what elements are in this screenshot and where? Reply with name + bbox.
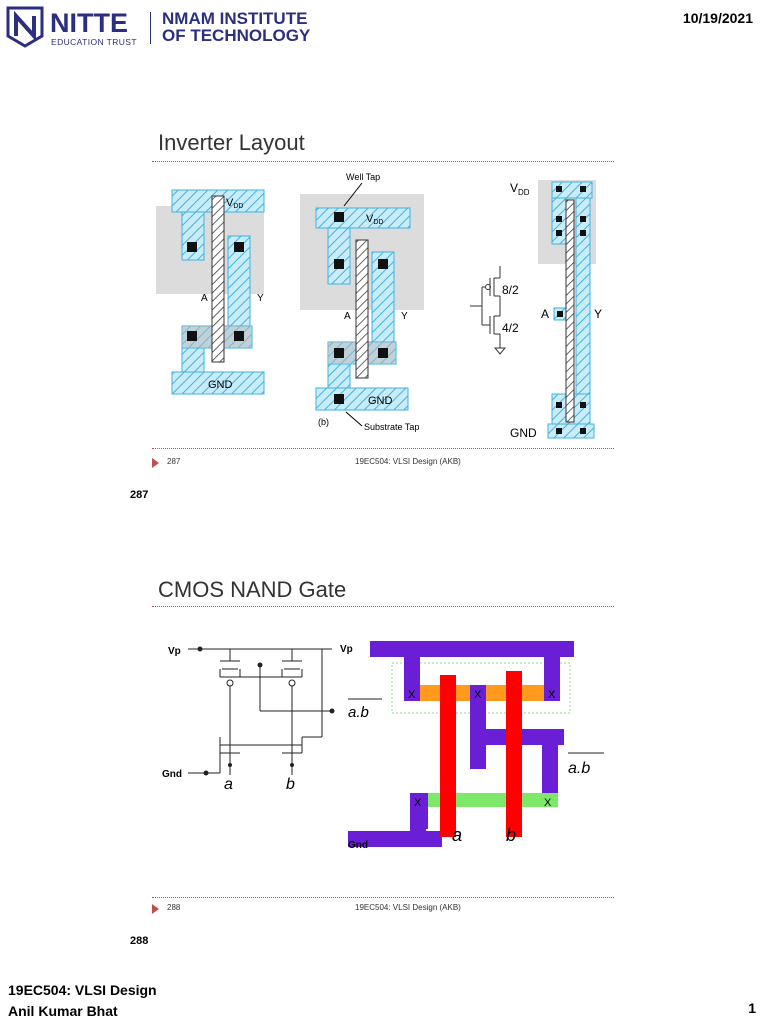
input-a-label: A xyxy=(201,293,208,304)
contact-x-4: X xyxy=(414,797,422,809)
footer-course-name: 19EC504: VLSI Design (AKB) xyxy=(355,903,461,912)
footer-divider xyxy=(152,897,614,898)
contact-x-5: X xyxy=(544,797,552,809)
substrate-tap-arrow-icon xyxy=(345,411,363,427)
slide-page-label: 288 xyxy=(130,935,149,947)
output-y-label: Y xyxy=(257,293,264,304)
contact-x-2: X xyxy=(474,689,482,701)
input-b-label-schematic: b xyxy=(286,776,295,793)
substrate-tap-label: Substrate Tap xyxy=(364,422,419,432)
input-b-dot xyxy=(290,763,294,767)
nmos-size-label: 4/2 xyxy=(502,321,519,335)
footer-slide-number: 288 xyxy=(167,903,181,912)
slide-page-label: 287 xyxy=(130,489,149,501)
slide-inverter-layout: Inverter Layout xyxy=(152,130,614,468)
slide-title: CMOS NAND Gate xyxy=(158,577,347,602)
inverter-layout-figure: VDD A Y GND VDD Well Tap A Y xyxy=(156,172,602,440)
nitte-logo: NITTE EDUCATION TRUST NMAM INSTITUTE OF … xyxy=(4,6,334,48)
slide-title: Inverter Layout xyxy=(158,130,305,155)
contact-x-1: X xyxy=(408,689,416,701)
well-tap-arrow-icon xyxy=(343,182,363,207)
figure-b-marker: (b) xyxy=(318,417,329,427)
output-label-stick: a.b xyxy=(568,760,590,777)
gnd-label-c: GND xyxy=(510,426,537,440)
nand-schematic xyxy=(188,646,335,776)
institute-line-1: NMAM INSTITUTE xyxy=(162,9,308,28)
inverter-schematic xyxy=(470,266,507,355)
gnd-label-schematic: Gnd xyxy=(162,769,182,780)
layout-a: VDD A Y GND xyxy=(156,189,265,395)
gnd-label-stick: Gnd xyxy=(348,840,368,851)
layout-c: VDD A Y GND xyxy=(510,180,602,440)
output-y-label-b: Y xyxy=(401,311,408,322)
logo-wordmark: NITTE xyxy=(50,8,128,38)
vdd-label-a: VDD xyxy=(226,197,243,210)
slide-cmos-nand: CMOS NAND Gate xyxy=(152,577,614,914)
pmos-size-label: 8/2 xyxy=(502,283,519,297)
input-a-label-stick: a xyxy=(452,825,462,845)
input-b-label-stick: b xyxy=(506,825,516,845)
page-footer: 19EC504: VLSI Design Anil Kumar Bhat xyxy=(8,980,157,1022)
footer-arrow-icon xyxy=(152,458,159,468)
footer-arrow-icon xyxy=(152,904,159,914)
nand-figure: Vp Gnd a b a.b Vp X X X X xyxy=(162,641,604,851)
footer-divider xyxy=(152,448,614,449)
logo-subtitle: EDUCATION TRUST xyxy=(51,37,137,47)
vp-label-stick: Vp xyxy=(340,644,353,655)
title-divider xyxy=(152,161,614,162)
page-number: 1 xyxy=(748,1000,756,1016)
input-a-label-b: A xyxy=(344,311,351,322)
vp-label-schematic: Vp xyxy=(168,646,181,657)
output-label-schematic: a.b xyxy=(348,704,369,721)
contact-x-3: X xyxy=(548,689,556,701)
input-a-label-schematic: a xyxy=(224,776,233,793)
output-y-label-c: Y xyxy=(594,307,602,321)
footer-author: Anil Kumar Bhat xyxy=(8,1003,118,1019)
gnd-label-a: GND xyxy=(208,379,233,391)
footer-course-name: 19EC504: VLSI Design (AKB) xyxy=(355,457,461,466)
gnd-label-b: GND xyxy=(368,395,393,407)
nand-stick-diagram: Vp X X X X X Gnd a b a.b xyxy=(340,641,604,851)
footer-slide-number: 287 xyxy=(167,457,181,466)
document-date: 10/19/2021 xyxy=(682,10,753,26)
well-tap-label: Well Tap xyxy=(346,172,380,182)
layout-b: VDD Well Tap A Y GND (b) Substrate Tap xyxy=(300,172,424,432)
footer-course-title: 19EC504: VLSI Design xyxy=(8,982,157,998)
vdd-label-c: VDD xyxy=(510,181,530,197)
institute-name: NMAM INSTITUTE OF TECHNOLOGY xyxy=(162,10,310,44)
input-a-label-c: A xyxy=(541,307,549,321)
institute-line-2: OF TECHNOLOGY xyxy=(162,26,311,45)
nitte-n-icon xyxy=(6,6,44,48)
input-a-dot xyxy=(228,763,232,767)
logo-divider xyxy=(150,12,151,44)
title-divider xyxy=(152,606,614,607)
vdd-label-b: VDD xyxy=(366,213,383,226)
